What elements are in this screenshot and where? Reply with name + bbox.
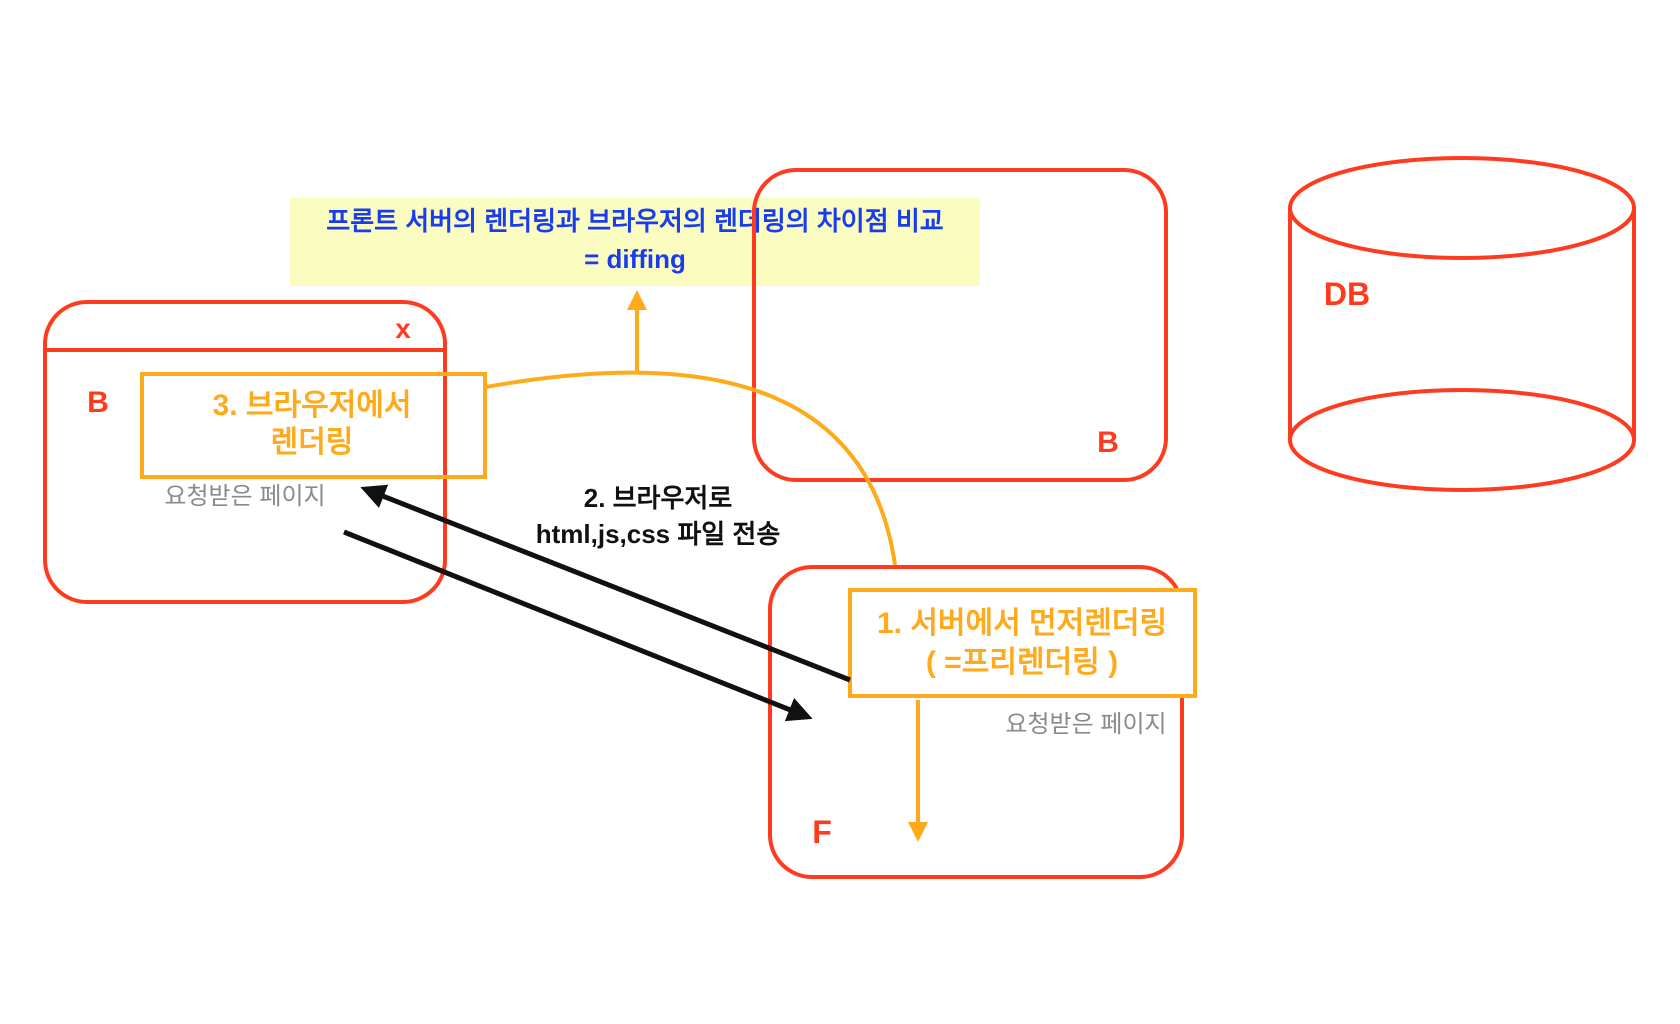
step2-line2: html,js,css 파일 전송: [536, 519, 781, 549]
browser-window-left: x B 요청받은 페이지: [43, 300, 447, 604]
request-arrow-to-server: [343, 529, 813, 722]
diffing-note-line2: = diffing: [584, 244, 686, 274]
browser-right-label: B: [1097, 426, 1119, 459]
step2-line1: 2. 브라우저로: [584, 483, 733, 513]
diffing-note-line1: 프론트 서버의 렌더링과 브라우저의 렌더링의 차이점 비교: [326, 206, 943, 236]
front-server-label: F: [812, 814, 832, 850]
browser-window-left-frame: [43, 300, 447, 604]
diffing-note-background: [290, 198, 980, 286]
response-arrow-to-browser: [360, 484, 851, 683]
step1-box: 1. 서버에서 먼저렌더링 ( =프리렌더링 ): [848, 588, 1197, 698]
database-label: DB: [1324, 276, 1370, 312]
front-server-frame: [768, 565, 1184, 879]
step3-box-frame: [140, 372, 487, 479]
front-server: F 요청받은 페이지: [768, 565, 1184, 879]
database-cylinder: DB: [1288, 156, 1636, 492]
step2-label: 2. 브라우저로 html,js,css 파일 전송: [536, 483, 781, 549]
step3-line1: 3. 브라우저에서: [213, 389, 412, 422]
step3-box: 3. 브라우저에서 렌더링: [140, 372, 487, 479]
database-bottom: [1288, 388, 1636, 492]
diffing-note: 프론트 서버의 렌더링과 브라우저의 렌더링의 차이점 비교 = diffing: [290, 198, 980, 286]
browser-left-label: B: [87, 386, 109, 419]
front-server-page-label: 요청받은 페이지: [1005, 711, 1166, 738]
step1-line1: 1. 서버에서 먼저렌더링: [877, 607, 1167, 640]
browser-window-right-frame: [752, 168, 1168, 482]
browser-window-right: B: [752, 168, 1168, 482]
step3-line2: 렌더링: [271, 426, 354, 459]
step1-line2: ( =프리렌더링 ): [926, 646, 1118, 679]
browser-left-page-label: 요청받은 페이지: [164, 483, 325, 510]
step1-box-frame: [848, 588, 1197, 698]
browser-close-icon[interactable]: x: [395, 313, 411, 344]
database-top: [1288, 156, 1636, 260]
diffing-curve: [485, 370, 897, 566]
